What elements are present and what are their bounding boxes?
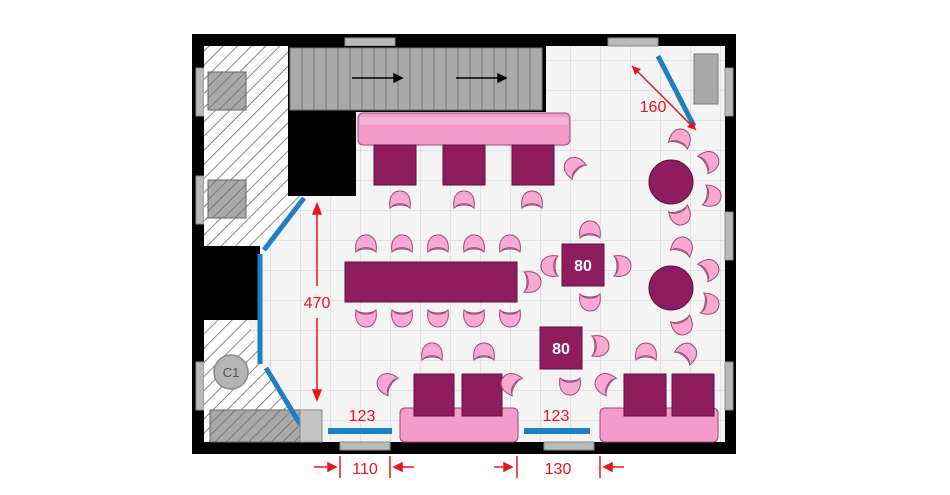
chair-icon xyxy=(463,234,485,254)
chair-icon xyxy=(696,151,720,175)
chair-icon xyxy=(559,376,581,396)
chair-icon xyxy=(389,190,411,210)
dim-depth: 470 xyxy=(304,295,331,312)
chair-icon xyxy=(453,190,475,210)
window-left xyxy=(328,428,392,434)
chair-icon xyxy=(540,255,560,277)
dimension-openings xyxy=(314,456,624,478)
chairs xyxy=(355,128,722,397)
chair-icon xyxy=(701,184,722,207)
dim-opening-right: 130 xyxy=(545,461,572,478)
chair-icon xyxy=(499,234,521,254)
chair-icon xyxy=(590,335,610,357)
entry-box xyxy=(299,409,323,443)
chair-icon xyxy=(522,271,542,293)
dimension-depth xyxy=(311,201,323,403)
chair-icon xyxy=(355,234,377,254)
chair-icon xyxy=(391,234,413,254)
small-table-upper xyxy=(561,243,605,287)
equipment-box xyxy=(693,53,719,105)
chair-icon xyxy=(579,220,601,240)
glass-partition xyxy=(257,196,306,426)
chair-icon xyxy=(391,308,413,328)
dim-door: 160 xyxy=(640,99,667,116)
chair-icon xyxy=(667,128,691,151)
window-frames xyxy=(195,37,734,451)
chair-icon xyxy=(463,308,485,328)
stair-arrow-icon xyxy=(456,72,508,84)
chair-icon xyxy=(500,373,524,397)
chair-icon xyxy=(699,292,720,315)
staircase xyxy=(289,47,543,111)
chair-icon xyxy=(563,156,588,181)
column-label: C1 xyxy=(223,365,240,380)
service-zone: C1 xyxy=(204,46,306,443)
dim-opening-left: 110 xyxy=(352,461,378,478)
chair-icon xyxy=(427,308,449,328)
stair-arrow-icon xyxy=(352,72,404,84)
chair-icon xyxy=(612,255,632,277)
table-label-upper: 80 xyxy=(574,258,592,275)
dim-window-right: 123 xyxy=(543,408,570,425)
chair-icon xyxy=(673,342,698,367)
tables xyxy=(344,144,715,417)
chair-icon xyxy=(579,292,601,312)
small-table-lower xyxy=(539,326,583,370)
chair-icon xyxy=(521,190,543,210)
chair-icon xyxy=(427,234,449,254)
chair-icon xyxy=(669,236,693,259)
window-right xyxy=(524,428,590,434)
chair-icon xyxy=(473,342,495,362)
table-label-lower: 80 xyxy=(552,341,570,358)
dim-window-left: 123 xyxy=(349,408,376,425)
chair-icon xyxy=(696,259,720,283)
chair-icon xyxy=(669,313,693,336)
column-c1 xyxy=(213,354,249,390)
chair-icon xyxy=(421,342,443,362)
chair-icon xyxy=(667,203,691,226)
chair-icon xyxy=(594,373,618,397)
chair-icon xyxy=(355,308,377,328)
chair-icon xyxy=(376,373,400,397)
chair-icon xyxy=(635,342,657,362)
door-swing: 160 xyxy=(631,54,697,131)
chair-icon xyxy=(499,308,521,328)
